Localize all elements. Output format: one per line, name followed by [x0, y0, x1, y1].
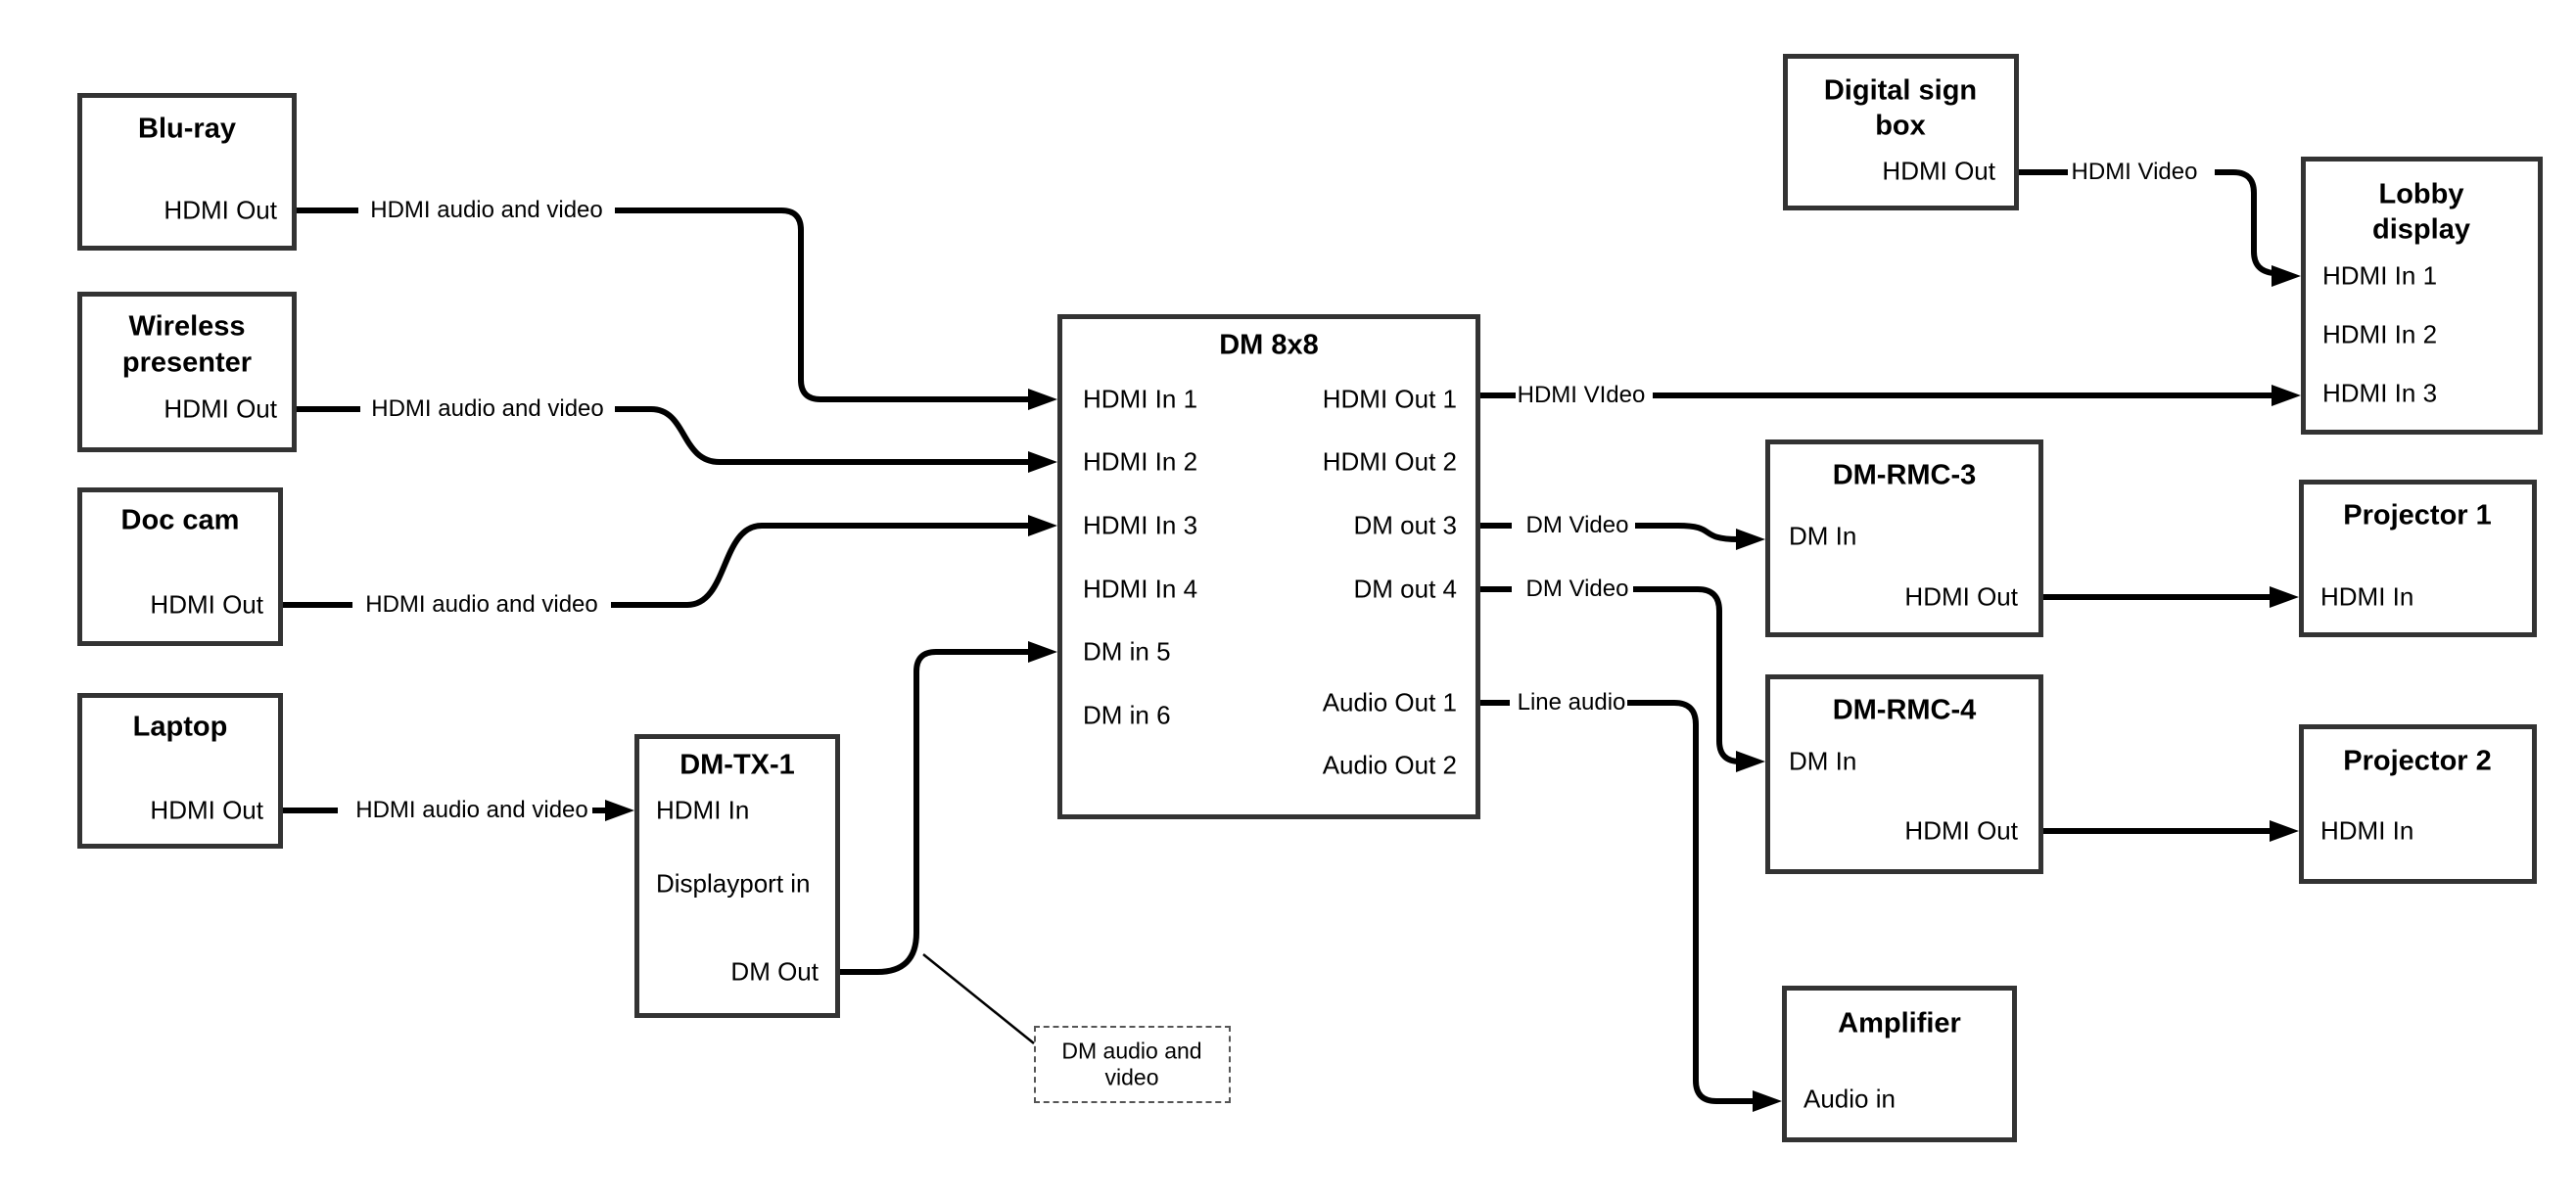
node-digital-sign-box	[1783, 54, 2019, 210]
wire-dmtx1-dm-out	[840, 649, 1030, 975]
port-doccam-hdmi-out: HDMI Out	[150, 589, 263, 620]
projector-1-title: Projector 1	[2343, 499, 2492, 531]
port-proj2-hdmi-in: HDMI In	[2320, 815, 2414, 846]
amplifier-title: Amplifier	[1838, 1007, 1961, 1039]
wire-bluray-main	[615, 208, 1030, 402]
edge-label-wireless-av: HDMI audio and video	[371, 395, 604, 422]
dm-rmc-3-title: DM-RMC-3	[1832, 459, 1977, 491]
edge-label-dm-video-4: DM Video	[1525, 576, 1629, 602]
port-dm8x8-hdmi-out-2: HDMI Out 2	[1322, 446, 1457, 477]
wire-audio-out1-main	[1627, 700, 1755, 1104]
wire-dm-out4-main	[1633, 586, 1741, 764]
note-text-line2: video	[1104, 1064, 1159, 1090]
arrowhead-into-lobby-hdmi-in-3	[2272, 385, 2301, 406]
port-dm8x8-dm-in-5: DM in 5	[1083, 636, 1171, 667]
port-digital-sign-hdmi-out: HDMI Out	[1882, 156, 1995, 186]
node-projector-1	[2299, 480, 2537, 637]
wireless-title-line1: Wireless	[128, 310, 246, 343]
note-dm-audio-video-box	[1034, 1026, 1231, 1103]
port-wireless-hdmi-out: HDMI Out	[164, 393, 277, 424]
port-laptop-hdmi-out: HDMI Out	[150, 795, 263, 825]
arrowhead-into-rmc4-dm-in	[1736, 751, 1765, 772]
lobby-title-line2: display	[2372, 213, 2470, 246]
port-dm8x8-audio-out-2: Audio Out 2	[1322, 750, 1457, 780]
bluray-title: Blu-ray	[138, 113, 236, 145]
dm-rmc-4-title: DM-RMC-4	[1832, 694, 1977, 726]
node-dm-8x8	[1057, 314, 1480, 819]
port-dmtx1-displayport-in: Displayport in	[656, 868, 811, 899]
node-doc-cam	[77, 487, 283, 646]
laptop-title: Laptop	[132, 711, 228, 743]
port-bluray-hdmi-out: HDMI Out	[164, 195, 277, 225]
node-dm-rmc-4	[1765, 674, 2043, 874]
port-rmc4-hdmi-out: HDMI Out	[1904, 815, 2018, 846]
node-dm-tx-1	[634, 734, 840, 1018]
port-dm8x8-audio-out-1: Audio Out 1	[1322, 687, 1457, 717]
port-dm8x8-hdmi-in-2: HDMI In 2	[1083, 446, 1198, 477]
arrowhead-into-dmtx1-hdmi-in	[605, 800, 634, 821]
port-lobby-hdmi-in-2: HDMI In 2	[2322, 319, 2438, 349]
wireless-title-line2: presenter	[121, 346, 253, 379]
lobby-title-line1: Lobby	[2378, 178, 2464, 210]
edge-label-line-audio: Line audio	[1517, 689, 1626, 716]
digital-sign-title-line2: box	[1875, 110, 1926, 142]
port-dm8x8-hdmi-in-1: HDMI In 1	[1083, 384, 1198, 414]
wire-dm-out3-main	[1635, 523, 1739, 542]
edge-label-doccam-av: HDMI audio and video	[365, 591, 598, 618]
projector-2-title: Projector 2	[2343, 745, 2492, 777]
edge-label-bluray-av: HDMI audio and video	[370, 197, 603, 223]
node-projector-2	[2299, 724, 2537, 884]
port-dm8x8-dm-out-3: DM out 3	[1353, 510, 1458, 540]
arrowhead-into-hdmi-in-1	[1028, 389, 1057, 410]
port-proj1-hdmi-in: HDMI In	[2320, 581, 2414, 612]
port-dm8x8-dm-out-4: DM out 4	[1353, 574, 1458, 604]
arrowhead-into-proj2	[2270, 820, 2299, 842]
arrowhead-into-rmc3-dm-in	[1736, 529, 1765, 550]
wire-doccam-main	[611, 523, 1030, 608]
port-dm8x8-hdmi-in-4: HDMI In 4	[1083, 574, 1198, 604]
port-rmc3-hdmi-out: HDMI Out	[1904, 581, 2018, 612]
port-dmtx1-hdmi-in: HDMI In	[656, 795, 750, 825]
port-dm8x8-dm-in-6: DM in 6	[1083, 700, 1171, 730]
node-laptop	[77, 693, 283, 849]
node-bluray	[77, 93, 297, 251]
dmtx1-title: DM-TX-1	[679, 749, 795, 781]
arrowhead-into-hdmi-in-2	[1028, 451, 1057, 473]
port-lobby-hdmi-in-1: HDMI In 1	[2322, 260, 2438, 291]
arrowhead-into-lobby-hdmi-in-1	[2272, 265, 2301, 287]
node-wireless-presenter	[77, 292, 297, 452]
note-text-line1: DM audio and	[1061, 1038, 1202, 1064]
port-dmtx1-dm-out: DM Out	[730, 956, 819, 987]
wire-sign-main	[2215, 169, 2278, 277]
arrowhead-into-hdmi-in-3	[1028, 515, 1057, 536]
arrowhead-into-proj1	[2270, 586, 2299, 608]
doccam-title: Doc cam	[120, 504, 240, 536]
node-lobby-display	[2301, 157, 2543, 435]
digital-sign-title-line1: Digital sign	[1823, 74, 1978, 107]
arrowhead-into-amplifier	[1753, 1090, 1782, 1112]
port-lobby-hdmi-in-3: HDMI In 3	[2322, 378, 2438, 408]
port-dm8x8-hdmi-out-1: HDMI Out 1	[1322, 384, 1457, 414]
note-callout-line	[922, 953, 1035, 1044]
node-dm-rmc-3	[1765, 439, 2043, 637]
edge-label-hdmi-video-sign: HDMI Video	[2071, 159, 2198, 185]
edge-label-laptop-av: HDMI audio and video	[355, 797, 588, 823]
port-dm8x8-hdmi-in-3: HDMI In 3	[1083, 510, 1198, 540]
wire-wireless-main	[615, 406, 1030, 465]
dm8x8-title: DM 8x8	[1219, 329, 1319, 361]
edge-label-dm-video-3: DM Video	[1525, 512, 1629, 538]
edge-label-hdmi-video-main: HDMI VIdeo	[1517, 382, 1646, 408]
port-rmc4-dm-in: DM In	[1789, 746, 1857, 776]
port-amplifier-audio-in: Audio in	[1803, 1084, 1896, 1114]
arrowhead-into-dm-in-5	[1028, 641, 1057, 663]
node-amplifier	[1782, 986, 2017, 1142]
port-rmc3-dm-in: DM In	[1789, 521, 1857, 551]
